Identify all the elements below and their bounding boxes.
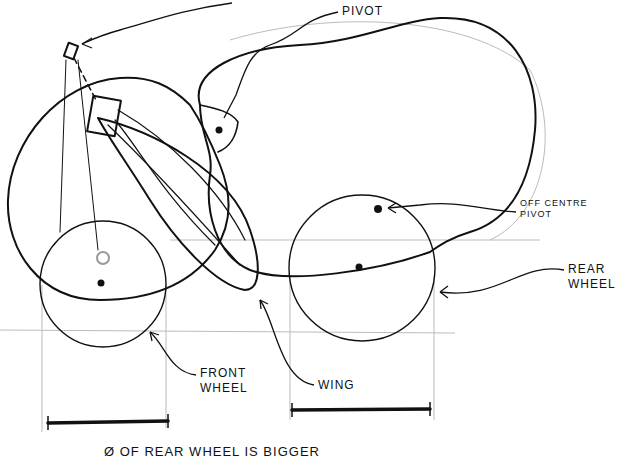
- pivot-dots: [98, 127, 383, 287]
- off-centre-pivot-label: OFF CENTRE PIVOT: [520, 198, 606, 221]
- handle-tab: [64, 43, 78, 60]
- note-label: Ø OF REAR WHEEL IS BIGGER: [104, 444, 320, 460]
- front-wheel: [40, 221, 166, 347]
- mount-box: [87, 96, 121, 136]
- wing: [98, 118, 258, 290]
- dimension-bars: [48, 409, 430, 423]
- front-wheel-label: FRONT WHEEL: [200, 366, 264, 396]
- pivot-lug: [200, 105, 238, 152]
- device-outline: [8, 18, 536, 347]
- wing-label: WING: [318, 378, 355, 393]
- construction-lines: [0, 22, 545, 432]
- rear-wheel: [289, 195, 435, 341]
- dimension-ticks: [48, 402, 430, 430]
- rear-body: [199, 18, 536, 276]
- pivot-label: PIVOT: [342, 4, 383, 19]
- front-body: [8, 78, 229, 300]
- leader-lines: [82, 3, 564, 385]
- rear-wheel-label: REAR WHEEL: [568, 262, 628, 292]
